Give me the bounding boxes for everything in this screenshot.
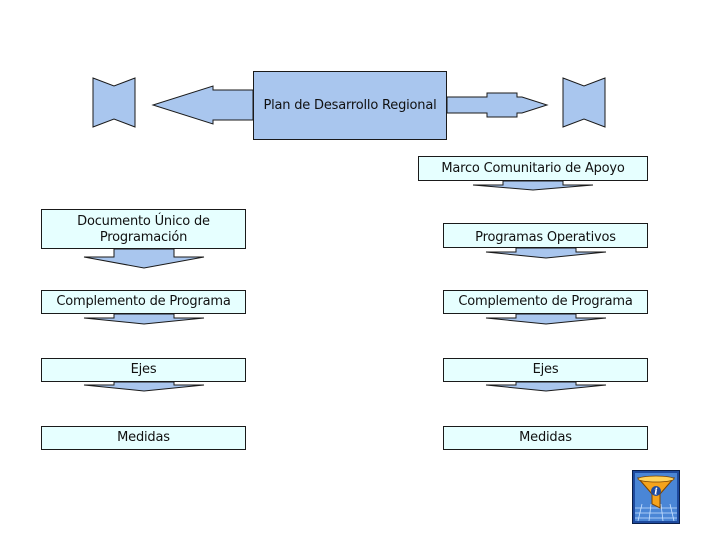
medidas-right-label: Medidas	[519, 430, 572, 445]
left-block-arrow	[151, 85, 254, 125]
medidas-left-label: Medidas	[117, 430, 170, 445]
complemento-right-label: Complemento de Programa	[458, 294, 633, 309]
complemento-left-label: Complemento de Programa	[56, 294, 231, 309]
funnel-info-icon: i	[632, 470, 680, 524]
medidas-right-box: Medidas	[443, 426, 648, 450]
marco-comunitario-label: Marco Comunitario de Apoyo	[441, 160, 625, 176]
plan-desarrollo-box: Plan de Desarrollo Regional	[253, 71, 447, 140]
svg-text:i: i	[654, 488, 658, 498]
ejes-right-box: Ejes	[443, 358, 648, 382]
plan-desarrollo-label: Plan de Desarrollo Regional	[263, 97, 437, 113]
down-arrow-ejes-right	[485, 381, 607, 392]
left-chevron-shape	[92, 77, 136, 128]
down-arrow-ejes-left	[83, 381, 205, 392]
down-arrow-comp-left	[83, 313, 205, 325]
down-arrow-marco	[472, 180, 594, 191]
documento-unico-box: Documento Único de Programación	[41, 209, 246, 249]
down-arrow-doc	[83, 248, 205, 269]
complemento-right-box: Complemento de Programa	[443, 290, 648, 314]
ejes-left-label: Ejes	[130, 362, 157, 377]
documento-unico-line1: Documento Único de	[77, 214, 210, 229]
documento-unico-line2: Programación	[99, 230, 188, 245]
medidas-left-box: Medidas	[41, 426, 246, 450]
documento-unico-text: Documento Único de Programación	[77, 214, 210, 246]
programas-operativos-label: Programas Operativos	[475, 229, 616, 245]
complemento-left-box: Complemento de Programa	[41, 290, 246, 314]
down-arrow-comp-right	[485, 313, 607, 325]
right-block-arrow	[446, 92, 549, 118]
programas-operativos-box: Programas Operativos	[443, 223, 648, 248]
down-arrow-prog-op	[485, 247, 607, 259]
marco-comunitario-box: Marco Comunitario de Apoyo	[418, 156, 648, 181]
right-chevron-shape	[562, 77, 606, 128]
ejes-right-label: Ejes	[532, 362, 559, 377]
ejes-left-box: Ejes	[41, 358, 246, 382]
